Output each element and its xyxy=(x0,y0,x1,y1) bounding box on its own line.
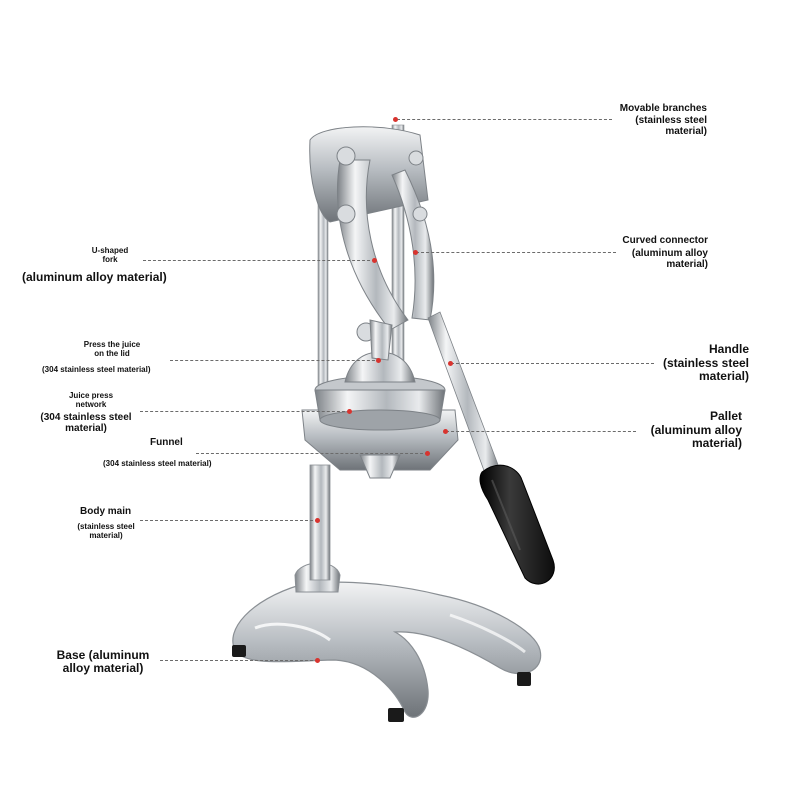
marker-u-fork xyxy=(372,258,377,263)
leader-line-base xyxy=(160,660,318,661)
leader-line-funnel xyxy=(196,453,428,454)
label-curved-connector-title: Curved connector xyxy=(622,235,708,246)
label-pallet-material: (aluminum alloy material) xyxy=(650,423,742,451)
label-press-network-title: Juice press network xyxy=(68,391,114,409)
leader-line-u-fork xyxy=(143,260,375,261)
marker-movable-branches xyxy=(393,117,398,122)
label-body-main-material: (stainless steel material) xyxy=(77,522,135,540)
label-press-network-material: (304 stainless steel material) xyxy=(40,412,132,435)
label-u-fork-material: (aluminum alloy material) xyxy=(22,270,167,284)
label-body-main-title: Body main xyxy=(80,506,132,517)
label-press-lid-title: Press the juice on the lid xyxy=(83,340,141,358)
marker-body-main xyxy=(315,518,320,523)
body-pole xyxy=(309,464,331,581)
label-base-title: Base (aluminum alloy material) xyxy=(56,648,150,676)
leader-line-press-network xyxy=(140,411,350,412)
base-part xyxy=(232,562,542,722)
marker-press-network xyxy=(347,409,352,414)
marker-funnel xyxy=(425,451,430,456)
label-movable-branches-material: (stainless steel material) xyxy=(635,115,707,138)
label-funnel-title: Funnel xyxy=(150,437,183,448)
label-handle-title: Handle xyxy=(708,342,749,356)
label-u-fork-title: U-shaped fork xyxy=(91,246,129,264)
label-funnel-material: (304 stainless steel material) xyxy=(103,459,212,468)
leader-line-body-main xyxy=(140,520,318,521)
leader-line-curved-connector xyxy=(416,252,616,253)
marker-press-lid xyxy=(376,358,381,363)
handle-part xyxy=(427,311,555,585)
upper-head xyxy=(309,126,435,361)
label-press-lid-material: (304 stainless steel material) xyxy=(42,365,151,374)
marker-handle xyxy=(448,361,453,366)
leader-line-pallet xyxy=(446,431,636,432)
marker-base xyxy=(315,658,320,663)
leader-line-movable-branches xyxy=(397,119,612,120)
label-pallet-title: Pallet xyxy=(709,409,742,423)
marker-curved-connector xyxy=(413,250,418,255)
label-movable-branches-title: Movable branches xyxy=(619,103,707,114)
marker-pallet xyxy=(443,429,448,434)
label-curved-connector-material: (aluminum alloy material) xyxy=(631,248,708,271)
label-handle-material: (stainless steel material) xyxy=(662,356,749,384)
leader-line-handle xyxy=(451,363,654,364)
leader-line-press-lid xyxy=(170,360,380,361)
